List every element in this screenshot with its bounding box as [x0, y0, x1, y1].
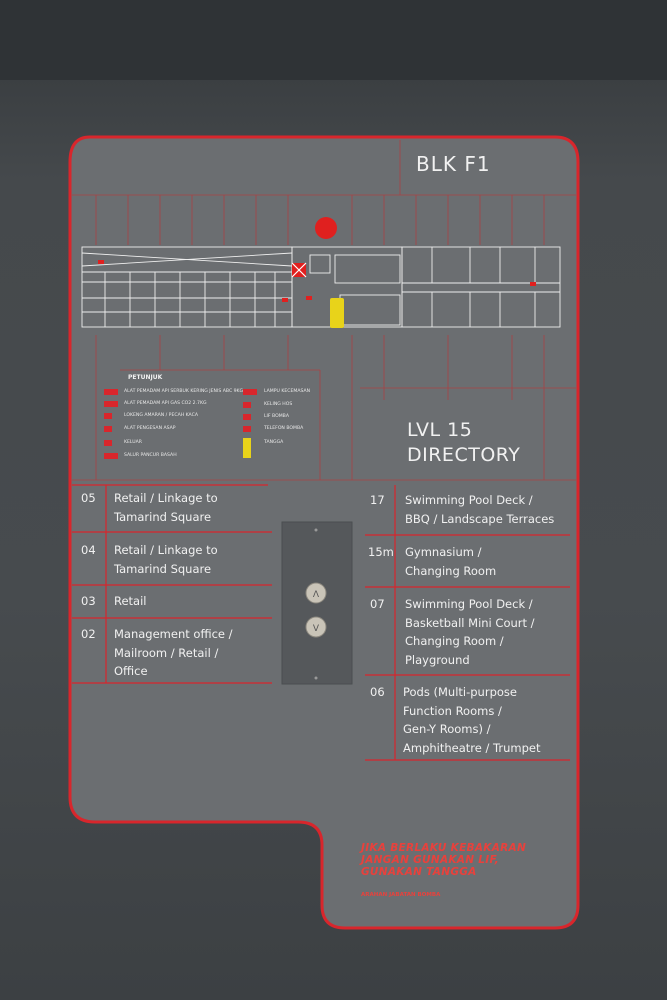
- floor-number: 05: [81, 491, 96, 505]
- floor-number: 03: [81, 594, 96, 608]
- level-label: LVL 15: [407, 419, 473, 441]
- floor-destination: Retail / Linkage to Tamarind Square: [114, 491, 218, 524]
- floor-destination: Management office / Mailroom / Retail / …: [114, 627, 233, 678]
- floor-number: 17: [370, 493, 385, 507]
- floor-number: 06: [370, 685, 385, 699]
- down-arrow-icon[interactable]: V: [305, 616, 327, 638]
- legend-item: ALAT PEMADAM API SERBUK KERING JENIS ABC…: [124, 389, 244, 394]
- fire-warning-text: JIKA BERLAKU KEBAKARAN JANGAN GUNAKAN LI…: [361, 842, 527, 878]
- floor-destination: Retail / Linkage to Tamarind Square: [114, 543, 218, 576]
- floor-plan-markers: [98, 217, 536, 328]
- legend-item: TELEFON BOMBA: [264, 426, 304, 431]
- floor-number: 07: [370, 597, 385, 611]
- svg-text:V: V: [313, 624, 320, 634]
- legend-item: ALAT PENGESAN ASAP: [124, 426, 176, 431]
- block-label: BLK F1: [416, 152, 491, 176]
- legend-item: KELING HOS: [264, 402, 293, 407]
- floor-number: 04: [81, 543, 96, 557]
- legend-item: TANGGA: [264, 440, 284, 445]
- svg-text:Λ: Λ: [313, 590, 320, 600]
- legend-item: LAMPU KECEMASAN: [264, 389, 311, 394]
- floor-destination: Gymnasium / Changing Room: [405, 545, 497, 578]
- fire-warning-source: ARAHAN JABATAN BOMBA: [361, 892, 441, 898]
- directory-title: DIRECTORY: [407, 444, 521, 466]
- floor-destination: Swimming Pool Deck / Basketball Mini Cou…: [405, 597, 535, 667]
- floor-number: 02: [81, 627, 96, 641]
- legend-item: ALAT PEMADAM API GAS CO2 2.7KG: [124, 401, 207, 406]
- directory-dividers: [72, 484, 570, 761]
- legend-item: LOKENG AMARAN / PECAH KACA: [124, 413, 198, 418]
- floor-plan: [81, 246, 561, 328]
- you-are-here-marker-icon: [315, 217, 337, 239]
- legend-icons: [104, 389, 257, 459]
- wall-top-band: [0, 0, 667, 80]
- legend-item: KELUAR: [124, 440, 142, 445]
- legend-item: SALUR PANCUR BASAH: [124, 453, 177, 458]
- legend-title: PETUNJUK: [128, 374, 163, 381]
- decorative-grid: [72, 140, 576, 481]
- legend-item: LIF BOMBA: [264, 414, 289, 419]
- staircase-marker: [330, 298, 344, 328]
- floor-destination: Swimming Pool Deck / BBQ / Landscape Ter…: [405, 493, 555, 526]
- floor-destination: Pods (Multi-purpose Function Rooms / Gen…: [403, 685, 541, 755]
- floor-number: 15m: [368, 545, 394, 559]
- floor-destination: Retail: [114, 594, 147, 608]
- up-arrow-icon[interactable]: Λ: [305, 582, 327, 604]
